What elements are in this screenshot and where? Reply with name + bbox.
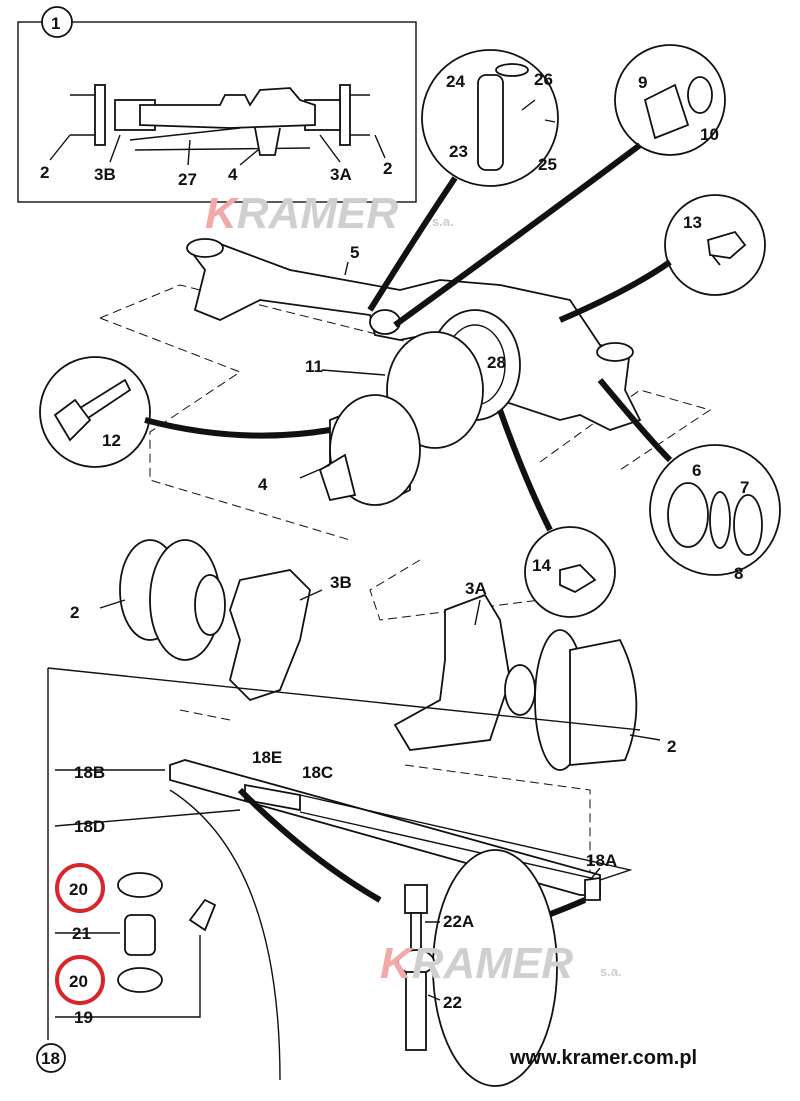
detail-ellipse-22 bbox=[432, 849, 558, 1087]
inset-label-2-left: 2 bbox=[40, 163, 49, 182]
breather-tube-icon bbox=[477, 74, 504, 171]
inset-number-badge bbox=[41, 6, 73, 38]
callout-11: 11 bbox=[305, 357, 323, 376]
callout-23: 23 bbox=[449, 142, 468, 161]
callout-18B: 18B bbox=[74, 763, 105, 782]
swivel-housing-3B bbox=[229, 569, 311, 702]
callout-12: 12 bbox=[102, 431, 121, 450]
callout-22A: 22A bbox=[443, 912, 474, 931]
callout-10: 10 bbox=[700, 125, 719, 144]
callout-7: 7 bbox=[740, 478, 749, 497]
wheel-hub-left bbox=[119, 539, 226, 661]
callout-18: 18 bbox=[41, 1049, 60, 1068]
callout-5: 5 bbox=[350, 243, 359, 262]
website-url: www.kramer.com.pl bbox=[509, 1047, 697, 1069]
callout-3B: 3B bbox=[330, 573, 352, 592]
grease-nipple-icon bbox=[188, 898, 217, 932]
callout-8: 8 bbox=[734, 564, 743, 583]
svg-text:s.a.: s.a. bbox=[600, 964, 622, 979]
callout-4: 4 bbox=[258, 475, 268, 494]
callout-18E: 18E bbox=[252, 748, 282, 767]
callout-26: 26 bbox=[534, 70, 553, 89]
highlight-circle-20-top bbox=[55, 863, 105, 913]
svg-text:1: 1 bbox=[51, 14, 60, 33]
callout-2-right: 2 bbox=[667, 737, 676, 756]
inset-label-3A: 3A bbox=[330, 165, 352, 184]
callout-18A: 18A bbox=[586, 851, 617, 870]
callout-9: 9 bbox=[638, 73, 647, 92]
inset-label-27: 27 bbox=[178, 170, 197, 189]
group-number-badge-18 bbox=[36, 1043, 66, 1073]
detail-arc-18 bbox=[169, 789, 281, 1081]
kramer-watermark-top: KRAMER s.a. bbox=[205, 189, 454, 238]
wheel-hub-right bbox=[504, 629, 638, 771]
detail-leaders bbox=[144, 142, 673, 532]
callout-22: 22 bbox=[443, 993, 462, 1012]
inset-axle-overview: 1 2 3B 27 4 3A 2 bbox=[17, 6, 417, 203]
inset-label-2-right: 2 bbox=[383, 159, 392, 178]
inset-label-4: 4 bbox=[228, 165, 238, 184]
svg-text:KRAMER: KRAMER bbox=[205, 189, 398, 238]
differential-carrier bbox=[318, 394, 421, 507]
callout-13: 13 bbox=[683, 213, 702, 232]
swivel-housing-3A bbox=[393, 593, 511, 751]
highlight-circle-20-bottom bbox=[55, 955, 105, 1005]
callout-18C: 18C bbox=[302, 763, 333, 782]
callout-24: 24 bbox=[446, 72, 465, 91]
svg-text:KRAMER: KRAMER bbox=[380, 939, 573, 988]
callout-28: 28 bbox=[487, 353, 506, 372]
kramer-watermark-bottom: KRAMER s.a. bbox=[380, 939, 622, 988]
callout-2-left: 2 bbox=[70, 603, 79, 622]
svg-text:s.a.: s.a. bbox=[432, 214, 454, 229]
callout-21: 21 bbox=[72, 924, 91, 943]
tie-rod-assembly bbox=[169, 759, 633, 901]
callout-25: 25 bbox=[538, 155, 557, 174]
dashed-assembly-lines bbox=[99, 284, 712, 880]
callout-3A: 3A bbox=[465, 579, 487, 598]
callout-20-top: 20 bbox=[69, 880, 88, 899]
callout-6: 6 bbox=[692, 461, 701, 480]
inset-label-3B: 3B bbox=[94, 165, 116, 184]
callout-20-bottom: 20 bbox=[69, 972, 88, 991]
callout-14: 14 bbox=[532, 556, 551, 575]
callout-19: 19 bbox=[74, 1008, 93, 1027]
callout-18D: 18D bbox=[74, 817, 105, 836]
